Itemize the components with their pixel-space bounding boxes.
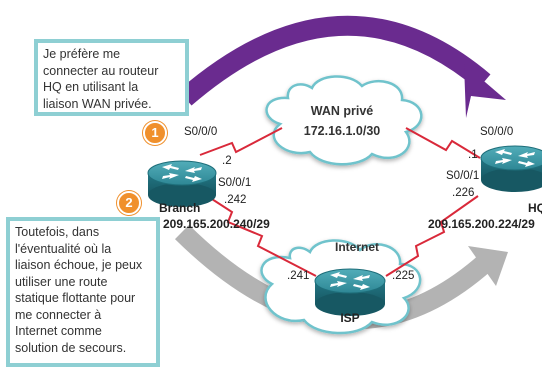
branch-wan-link bbox=[199, 127, 283, 156]
callout-line: Toutefois, dans bbox=[15, 225, 100, 239]
wan-cloud-title: WAN privé bbox=[311, 104, 374, 118]
hq-wan-link bbox=[405, 127, 481, 159]
isp-left-ip: .241 bbox=[287, 270, 309, 282]
isp-router-icon[interactable] bbox=[314, 268, 386, 316]
branch-router-icon[interactable] bbox=[147, 160, 217, 207]
hq-wan-ip: .1 bbox=[468, 149, 478, 161]
hq-internet-ip: .226 bbox=[452, 187, 474, 199]
branch-isp-link bbox=[197, 189, 317, 277]
hq-subnet: 209.165.200.224/29 bbox=[428, 217, 535, 231]
hq-wan-interface: S0/0/0 bbox=[480, 126, 513, 138]
callout-line: Internet comme bbox=[15, 324, 102, 338]
branch-internet-ip: .242 bbox=[224, 194, 246, 206]
callout-line: utiliser une route bbox=[15, 274, 108, 289]
branch-wan-ip: .2 bbox=[222, 155, 232, 167]
branch-subnet: 209.165.200.240/29 bbox=[163, 217, 270, 231]
hq-internet-interface: S0/0/1 bbox=[446, 170, 479, 182]
callout-line: me connecter à bbox=[15, 307, 102, 322]
step-2-badge[interactable]: 2 bbox=[117, 191, 141, 215]
wan-cloud-subnet: 172.16.1.0/30 bbox=[304, 124, 381, 138]
branch-router-name: Branch bbox=[159, 201, 200, 215]
wan-cloud bbox=[265, 75, 423, 166]
isp-right-ip: .225 bbox=[392, 270, 414, 282]
callout-line: solution de secours. bbox=[15, 340, 127, 355]
callout-backup-path: Toutefois, dans l'éventualité où la liai… bbox=[6, 217, 160, 367]
callout-primary-path: Je préfère me connecter au routeur HQ en… bbox=[34, 39, 189, 116]
callout-line: Je préfère me bbox=[43, 47, 121, 61]
callout-line: liaison WAN privée. bbox=[43, 96, 152, 111]
step-1-badge[interactable]: 1 bbox=[143, 121, 167, 145]
primary-path-arrow bbox=[178, 15, 506, 118]
branch-internet-interface: S0/0/1 bbox=[218, 177, 251, 189]
internet-cloud-title: Internet bbox=[335, 240, 379, 254]
callout-line: liaison échoue, je peux bbox=[15, 258, 143, 272]
hq-router-name: HQ bbox=[528, 201, 542, 215]
callout-line: connecter au routeur bbox=[43, 63, 159, 78]
callout-line: HQ en utilisant la bbox=[43, 80, 139, 94]
branch-wan-interface: S0/0/0 bbox=[184, 126, 217, 138]
hq-isp-link bbox=[385, 195, 479, 277]
isp-router-name: ISP bbox=[340, 311, 359, 325]
hq-router-icon[interactable] bbox=[480, 145, 542, 192]
callout-line: statique flottante pour bbox=[15, 291, 136, 305]
callout-line: l'éventualité où la bbox=[15, 241, 112, 256]
